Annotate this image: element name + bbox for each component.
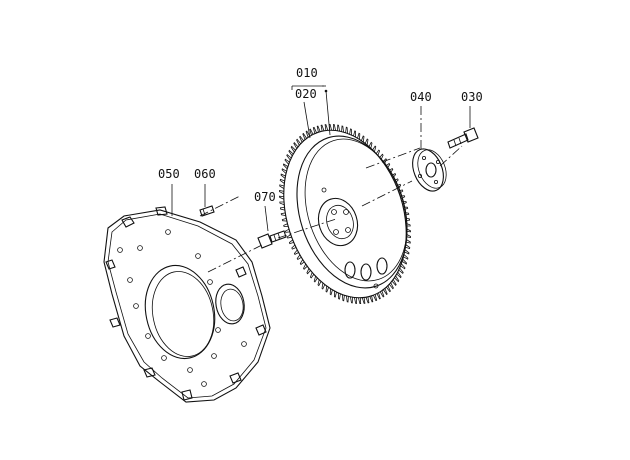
ring-gear-teeth bbox=[279, 124, 411, 304]
label-060: 060 bbox=[194, 167, 216, 181]
dowel-pin-part-060 bbox=[199, 205, 215, 217]
plate-part-040 bbox=[412, 148, 447, 192]
gear-tooth-outline bbox=[279, 124, 411, 304]
end-plate-part-050 bbox=[103, 206, 271, 403]
flywheel-part-010-020 bbox=[279, 124, 411, 304]
bolt-part-030 bbox=[447, 127, 479, 149]
label-040: 040 bbox=[410, 90, 432, 104]
label-070: 070 bbox=[254, 190, 276, 204]
label-050: 050 bbox=[158, 167, 180, 181]
bolt-part-070 bbox=[257, 230, 287, 249]
label-020: 020 bbox=[295, 87, 317, 101]
label-030: 030 bbox=[461, 90, 483, 104]
label-010: 010 bbox=[296, 66, 318, 80]
